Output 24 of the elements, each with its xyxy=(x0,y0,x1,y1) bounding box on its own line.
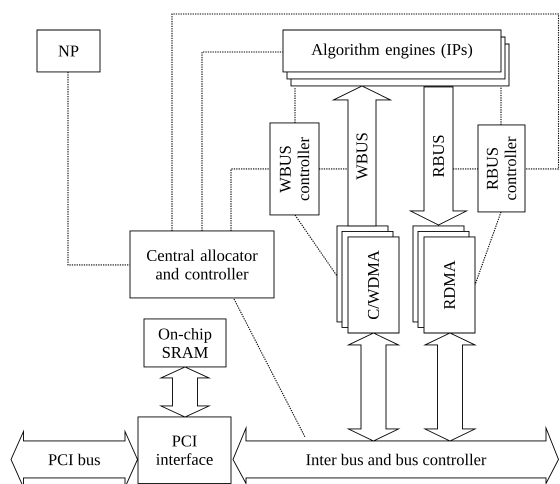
signal-line xyxy=(67,72,130,266)
controller-box: WBUS controller xyxy=(270,122,320,216)
signal-line xyxy=(474,212,502,286)
edge-label: WBUS xyxy=(355,131,369,181)
signal-line xyxy=(201,51,283,231)
interface-box: PCI interface xyxy=(138,416,232,484)
np-box: NP xyxy=(36,30,100,72)
sram-box: On-chip SRAM xyxy=(144,318,226,368)
bus-band: Inter bus and bus controller xyxy=(232,426,559,484)
signal-line xyxy=(294,214,338,276)
signal-line xyxy=(500,86,502,125)
signal-line xyxy=(171,13,560,231)
signal-line xyxy=(319,168,348,170)
edge-label: RBUS xyxy=(432,134,446,178)
edge-label: PCI bus xyxy=(47,452,102,466)
controller-box: RBUS controller xyxy=(478,124,526,212)
signal-line xyxy=(230,168,270,231)
engine-stack: Algorithm engines (IPs) xyxy=(282,30,510,86)
dma-stack: C/WDMA xyxy=(336,226,400,334)
signal-line xyxy=(234,298,306,438)
signal-line xyxy=(294,86,296,123)
signal-line xyxy=(453,168,478,170)
dma-stack: RDMA xyxy=(412,226,476,334)
allocator-box: Central allocator and controller xyxy=(130,230,274,298)
